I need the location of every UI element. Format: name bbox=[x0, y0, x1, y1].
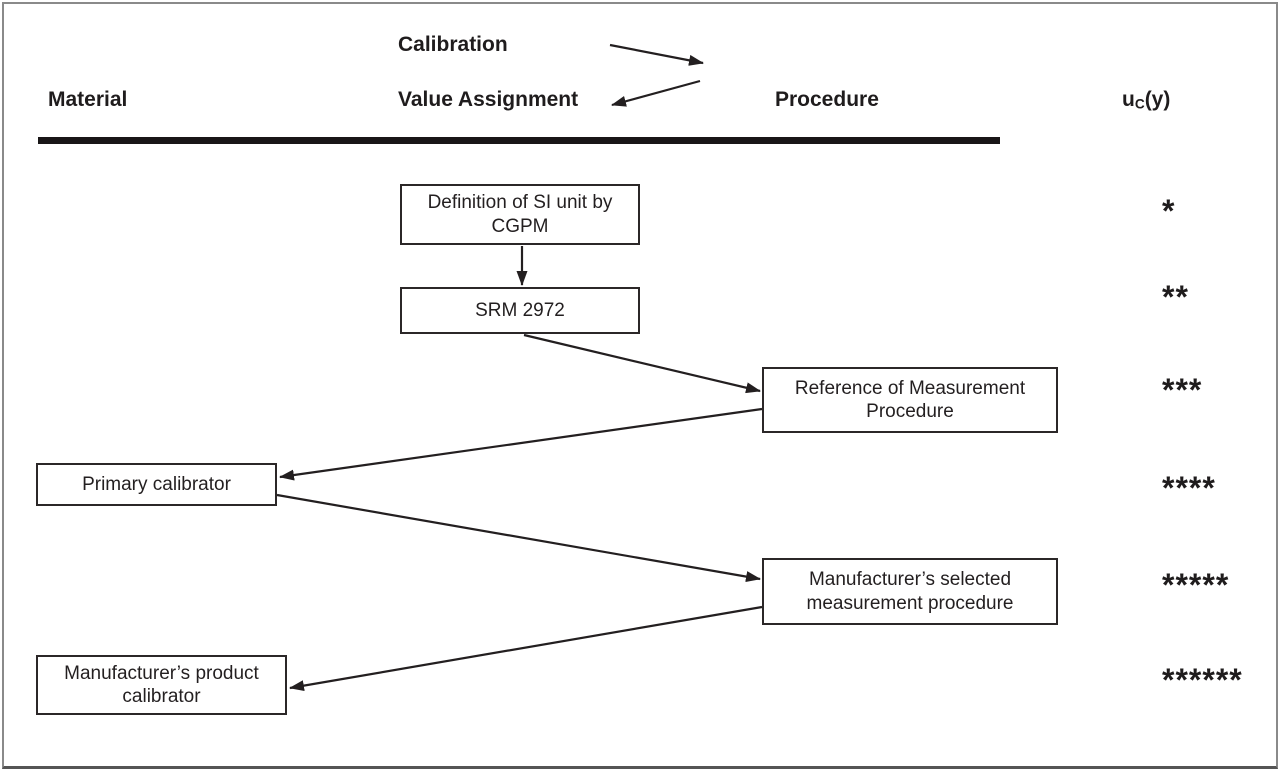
uncertainty-stars-definition-si: * bbox=[1162, 193, 1176, 229]
uncertainty-symbol-subscript: C bbox=[1134, 96, 1145, 112]
uncertainty-symbol-args: (y) bbox=[1144, 88, 1171, 111]
arrow-srm-to-reference-procedure bbox=[523, 333, 761, 394]
node-srm-2972: SRM 2972 bbox=[400, 287, 640, 334]
uncertainty-stars-manufacturer-procedure: ***** bbox=[1162, 567, 1230, 603]
arrow-reference-procedure-to-primary-calibrator bbox=[279, 407, 763, 481]
node-definition-si-unit: Definition of SI unit by CGPM bbox=[400, 184, 640, 245]
node-manufacturer-selected-procedure: Manufacturer’s selected measurement proc… bbox=[762, 558, 1058, 625]
arrow-primary-calibrator-to-manufacturer-procedure bbox=[276, 493, 761, 583]
uncertainty-stars-reference-procedure: *** bbox=[1162, 372, 1203, 408]
node-primary-calibrator: Primary calibrator bbox=[36, 463, 277, 506]
node-reference-measurement-procedure: Reference of Measurement Procedure bbox=[762, 367, 1058, 433]
header-combined-uncertainty: uC(y) bbox=[1122, 88, 1170, 112]
arrow-manufacturer-procedure-to-product-calibrator bbox=[289, 605, 763, 692]
header-divider-rule bbox=[38, 137, 1000, 144]
uncertainty-stars-primary-calibrator: **** bbox=[1162, 470, 1216, 506]
header-material: Material bbox=[48, 88, 128, 111]
arrow-calibration-to-procedure bbox=[609, 43, 704, 66]
uncertainty-symbol-base: u bbox=[1122, 88, 1135, 111]
arrow-procedure-to-value-assignment bbox=[611, 79, 701, 107]
node-manufacturer-product-calibrator: Manufacturer’s product calibrator bbox=[36, 655, 287, 715]
header-procedure: Procedure bbox=[775, 88, 879, 111]
uncertainty-stars-srm-2972: ** bbox=[1162, 279, 1189, 315]
uncertainty-stars-manufacturer-calibrator: ****** bbox=[1162, 662, 1243, 698]
header-calibration: Calibration bbox=[398, 33, 508, 56]
header-value-assignment: Value Assignment bbox=[398, 88, 579, 111]
